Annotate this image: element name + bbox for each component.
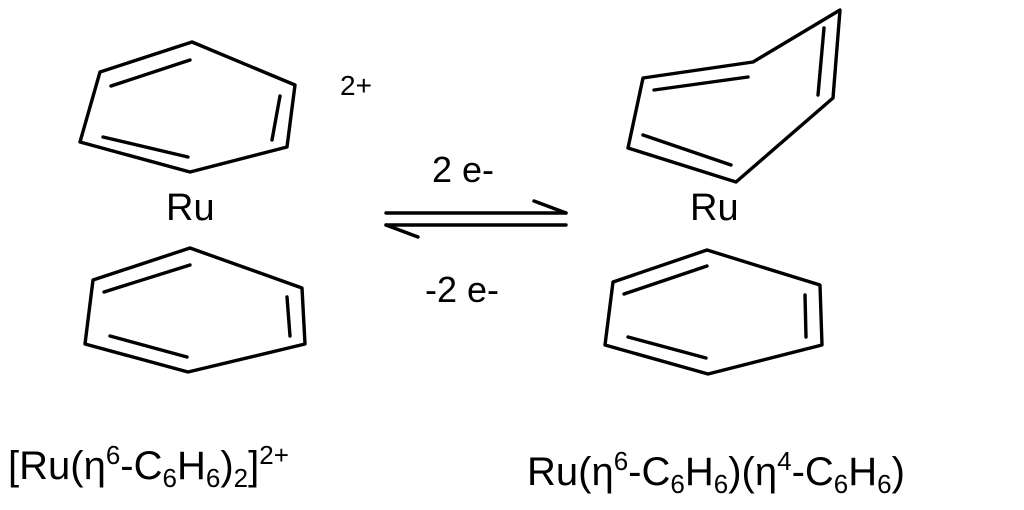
formula-subscript: 6 (877, 469, 892, 499)
right-metal-label: Ru (690, 187, 739, 229)
formula-part: -C (120, 444, 163, 488)
charge-superscript: 2+ (259, 440, 289, 470)
formula-part: H (848, 450, 878, 494)
formula-part: H (684, 450, 714, 494)
hapticity-superscript: 4 (777, 446, 792, 476)
formula-part: ) (891, 450, 905, 494)
left-top-benzene-ring (78, 40, 297, 174)
equilibrium-arrow (384, 199, 568, 239)
left-complex-charge: 2+ (340, 70, 372, 101)
formula-subscript: 6 (162, 463, 177, 493)
formula-part: ) (220, 444, 234, 488)
formula-subscript: 6 (205, 463, 221, 493)
forward-arrow-head (532, 199, 568, 215)
formula-part: -C (628, 450, 671, 494)
right-bottom-benzene-ring (603, 248, 824, 376)
ligand-count-subscript: 2 (233, 463, 249, 493)
formula-part: ] (248, 444, 260, 488)
left-complex-formula: [Ru(η6-C6H6)2]2+ (8, 442, 289, 491)
formula-part: H (176, 444, 206, 488)
formula-part: Ru(η (527, 450, 614, 494)
hapticity-superscript: 6 (613, 446, 629, 476)
right-top-eta4-ring (626, 8, 842, 184)
reverse-arrow-head (384, 223, 420, 239)
formula-subscript: 6 (670, 469, 685, 499)
formula-part: )(η (728, 450, 778, 494)
forward-electron-label: 2 e- (432, 149, 495, 190)
left-metal-label: Ru (166, 187, 215, 229)
reverse-electron-label: -2 e- (425, 269, 500, 310)
formula-subscript: 6 (833, 469, 849, 499)
left-bottom-benzene-ring (83, 246, 307, 374)
formula-subscript: 6 (713, 469, 729, 499)
hapticity-superscript: 6 (105, 440, 121, 470)
formula-part: [Ru(η (8, 444, 106, 488)
right-complex-formula: Ru(η6-C6H6)(η4-C6H6) (527, 448, 905, 497)
formula-part: -C (791, 450, 834, 494)
